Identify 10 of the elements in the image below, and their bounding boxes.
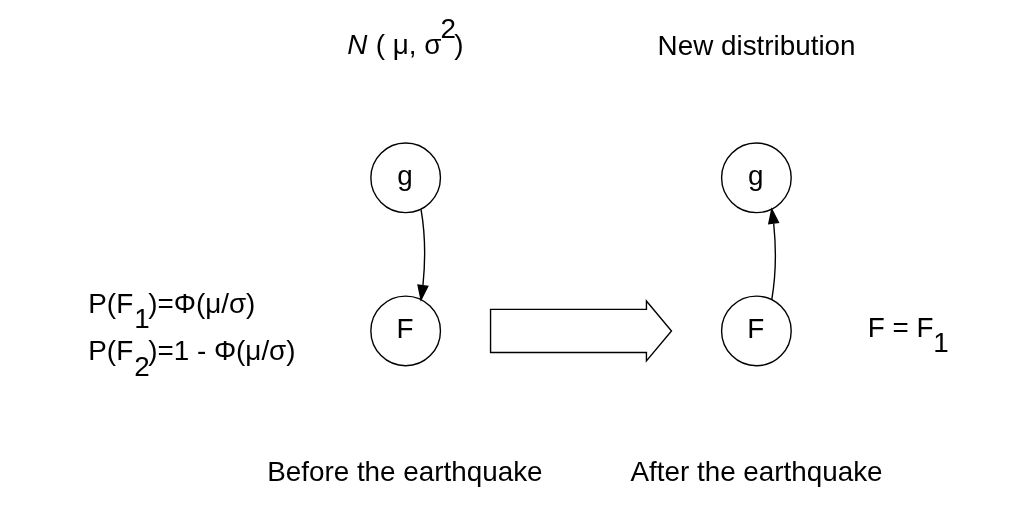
node-arrow — [489, 299, 672, 363]
node-circle: g — [720, 142, 792, 214]
label: After the earthquake — [629, 456, 883, 488]
node-circle: F — [369, 295, 441, 367]
arrow — [416, 208, 429, 302]
arrow — [767, 207, 780, 301]
node-label: New distribution — [657, 30, 856, 62]
node-circle: g — [369, 142, 441, 214]
node-circle: F — [720, 295, 792, 367]
label: Before the earthquake — [266, 456, 543, 488]
